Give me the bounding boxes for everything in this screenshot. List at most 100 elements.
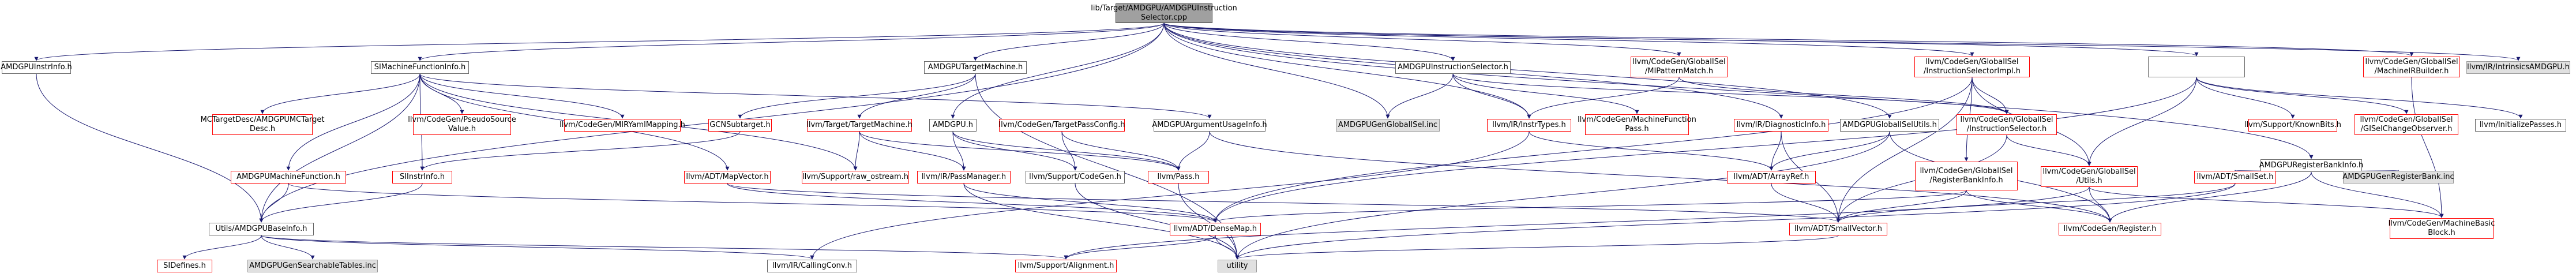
edge-diagnosticinfo-to-arrayref	[1769, 131, 1782, 171]
edge-root-file-to-amdgpugenglobalisel	[1163, 23, 1390, 119]
edge-targetpassconfig-to-supportcodegen	[1061, 131, 1077, 171]
node-siinstrinfo[interactable]: SIInstrInfo.h	[392, 171, 452, 184]
edge-root-file-to-intrinsicsamdgpu	[1163, 23, 2521, 61]
edge-utils-amdgpubaseinfo-to-amdgpugensearchabletables	[261, 235, 315, 260]
node-pass[interactable]: llvm/Pass.h	[1148, 171, 1209, 184]
node-smallset[interactable]: llvm/ADT/SmallSet.h	[2194, 171, 2276, 184]
node-globalisel-utils[interactable]: llvm/CodeGen/GlobalISel /Utils.h	[2041, 166, 2138, 187]
edge-mipatternmatch-to-instructionselector	[1678, 77, 2009, 114]
node-instructionselector[interactable]: llvm/CodeGen/GlobalISel /InstructionSele…	[1957, 114, 2057, 135]
edge-registerbankinfo-to-smallvector	[1836, 190, 1967, 223]
edge-amdgpuglobalisel-utils-to-arrayref	[1769, 131, 1890, 171]
edge-gcnsubtarget-to-siinstrinfo	[420, 131, 741, 171]
edge-root-file-to-machineirbuilder	[1163, 23, 2414, 57]
edge-root-file-to-mipatternmatch	[1163, 23, 1681, 57]
node-root-file[interactable]: lib/Target/AMDGPU/AMDGPUInstruction Sele…	[1091, 3, 1237, 23]
node-utility[interactable]: utility	[1218, 260, 1257, 272]
node-supportknownbits[interactable]: llvm/Support/KnownBits.h	[2244, 119, 2341, 132]
node-machineirbuilder[interactable]: llvm/CodeGen/GlobalISel /MachineIRBuilde…	[2363, 57, 2460, 77]
node-amdgpuh[interactable]: AMDGPU.h	[929, 119, 977, 132]
edge-utils-amdgpubaseinfo-to-supportalignment	[261, 235, 1068, 260]
edge-instructionselectorimpl-to-instructionselector	[1972, 77, 2009, 114]
node-arrayref[interactable]: llvm/ADT/ArrayRef.h	[1727, 171, 1816, 184]
node-mipatternmatch[interactable]: llvm/CodeGen/GlobalISel /MIPatternMatch.…	[1631, 57, 1728, 77]
node-amdgpugensearchabletables[interactable]: AMDGPUGenSearchableTables.inc	[247, 260, 378, 272]
node-amdgputargetmachine[interactable]: AMDGPUTargetMachine.h	[924, 61, 1027, 74]
edge-amdgpumachinefunction-to-densemap	[288, 183, 1218, 223]
edge-amdgpuglobalisel-utils-to-utility	[1235, 131, 1890, 260]
node-callingconv[interactable]: llvm/IR/CallingConv.h	[767, 260, 857, 272]
node-registerbankinfo-amdgpu[interactable]: AMDGPURegisterBankInfo.h	[2259, 159, 2363, 172]
edge-densemap-to-utility	[1215, 235, 1240, 260]
edge-instructionselectorimpl-to-densemap	[1213, 77, 1973, 223]
node-rawostream[interactable]: llvm/Support/raw_ostream.h	[802, 171, 909, 184]
edge-smallset-to-utility	[1235, 183, 2236, 260]
node-mctargetdesc[interactable]: MCTargetDesc/AMDGPUMCTarget Desc.h	[201, 114, 324, 135]
node-irinstrtypes[interactable]: llvm/IR/InstrTypes.h	[1487, 119, 1571, 132]
node-instructionselectorimpl[interactable]: llvm/CodeGen/GlobalISel /InstructionSele…	[1914, 57, 2030, 77]
node-passmanager[interactable]: llvm/IR/PassManager.h	[917, 171, 1011, 184]
node-registerbankinfo[interactable]: llvm/CodeGen/GlobalISel /RegisterBankInf…	[1915, 162, 2018, 190]
edge-globalisel-utils-to-supportalignment	[1064, 186, 2090, 260]
node-pseudosourcevalue[interactable]: llvm/CodeGen/PseudoSource Value.h	[408, 114, 516, 135]
edge-arrayref-to-smallvector	[1771, 183, 1841, 223]
edge-machineirbuilder-to-machinebasicblock	[2411, 77, 2444, 218]
edge-globalisel-utils-to-machinebasicblock	[2089, 186, 2444, 218]
node-codegenregister[interactable]: llvm/CodeGen/Register.h	[2059, 223, 2161, 235]
node-amdgpugenglobalisel[interactable]: AMDGPUGenGlobalISel.inc	[1336, 119, 1440, 132]
node-simachinefunctioninfo[interactable]: SIMachineFunctionInfo.h	[371, 61, 469, 74]
edge-targetmachine-to-passmanager	[859, 131, 966, 171]
node-supportcodegen[interactable]: llvm/Support/CodeGen.h	[1026, 171, 1125, 184]
node-amdgpumachinefunction[interactable]: AMDGPUMachineFunction.h	[231, 171, 346, 184]
node-argumentusageinfo[interactable]: AMDGPUArgumentUsageInfo.h	[1152, 119, 1267, 132]
edge-simachinefunctioninfo-to-argumentusageinfo	[419, 73, 1212, 119]
edge-simachinefunctioninfo-to-utils-amdgpubaseinfo	[259, 73, 420, 223]
node-amdgpuinstructionselector[interactable]: AMDGPUInstructionSelector.h	[1395, 61, 1511, 74]
edge-passmanager-to-densemap	[963, 183, 1218, 223]
edge-gisel-knownbits-to-globalisel-utils	[2087, 77, 2197, 166]
edge-gisel-knownbits-to-giselchangeobserver	[2196, 77, 2409, 114]
node-amdgpuglobalisel-utils[interactable]: AMDGPUGlobalISelUtils.h	[1840, 119, 1939, 132]
node-amdgpugenregisterbank[interactable]: AMDGPUGenRegisterBank.inc	[2342, 171, 2454, 184]
edge-gisel-knownbits-to-densemap	[1213, 77, 2197, 223]
node-supportalignment[interactable]: llvm/Support/Alignment.h	[1015, 260, 1117, 272]
edge-amdgpuh-to-passmanager	[952, 131, 966, 171]
node-miryamlmapping[interactable]: llvm/CodeGen/MIRYamlMapping.h	[559, 119, 685, 132]
edge-irinstrtypes-to-callingconv	[810, 131, 1530, 260]
node-targetmachine[interactable]: llvm/Target/TargetMachine.h	[806, 119, 913, 132]
edge-instructionselectorimpl-to-smallvector	[1836, 77, 1973, 223]
node-amdgpuinstrinfo[interactable]: AMDGPUInstrInfo.h	[1, 61, 72, 74]
edge-targetmachine-to-pass	[859, 131, 1181, 171]
node-sidefines[interactable]: SIDefines.h	[157, 260, 212, 272]
node-gisel-knownbits[interactable]	[2148, 57, 2245, 77]
edge-targetpassconfig-to-pass	[1061, 131, 1181, 171]
edge-irinstrtypes-to-arrayref	[1529, 131, 1774, 171]
node-densemap[interactable]: llvm/ADT/DenseMap.h	[1170, 223, 1261, 235]
edge-amdgpuh-to-supportcodegen	[952, 131, 1077, 171]
node-machinebasicblock[interactable]: llvm/CodeGen/MachineBasic Block.h	[2389, 218, 2495, 239]
node-diagnosticinfo[interactable]: llvm/IR/DiagnosticInfo.h	[1734, 119, 1828, 132]
node-machinefunctionpass[interactable]: llvm/CodeGen/MachineFunction Pass.h	[1578, 114, 1696, 135]
edge-registerbankinfo-amdgpu-to-machinebasicblock	[2311, 171, 2444, 218]
node-gcnsubtarget[interactable]: GCNSubtarget.h	[708, 119, 772, 132]
edge-amdgputargetmachine-to-gcnsubtarget	[738, 73, 976, 119]
edge-simachinefunctioninfo-to-miryamlmapping	[419, 73, 625, 119]
node-giselchangeobserver[interactable]: llvm/CodeGen/GlobalISel /GISelChangeObse…	[2355, 114, 2458, 135]
edge-amdgpuinstructionselector-to-irinstrtypes	[1452, 73, 1531, 119]
node-targetpassconfig[interactable]: llvm/CodeGen/TargetPassConfig.h	[999, 119, 1125, 132]
node-intrinsicsamdgpu[interactable]: llvm/IR/IntrinsicsAMDGPU.h	[2466, 61, 2570, 74]
edge-amdgpuinstructionselector-to-amdgpugenglobalisel	[1385, 73, 1454, 119]
edge-root-file-to-amdgpuinstructionselector	[1163, 23, 1455, 61]
edge-amdgpuinstructionselector-to-instructionselector	[1452, 73, 2009, 114]
edge-registerbankinfo-to-densemap	[1213, 190, 1967, 223]
node-utils-amdgpubaseinfo[interactable]: Utils/AMDGPUBaseInfo.h	[209, 223, 314, 235]
edge-pass-to-utility	[1178, 183, 1240, 260]
edge-siinstrinfo-to-utils-amdgpubaseinfo	[259, 183, 423, 223]
edge-root-file-to-simachinefunctioninfo	[418, 23, 1165, 61]
edge-supportcodegen-to-utility	[1075, 183, 1240, 260]
edge-smallvector-to-utility	[1235, 235, 1839, 260]
node-smallvector[interactable]: llvm/ADT/SmallVector.h	[1789, 223, 1887, 235]
node-initializepasses[interactable]: llvm/InitializePasses.h	[2475, 119, 2566, 132]
node-mapvector[interactable]: llvm/ADT/MapVector.h	[684, 171, 771, 184]
